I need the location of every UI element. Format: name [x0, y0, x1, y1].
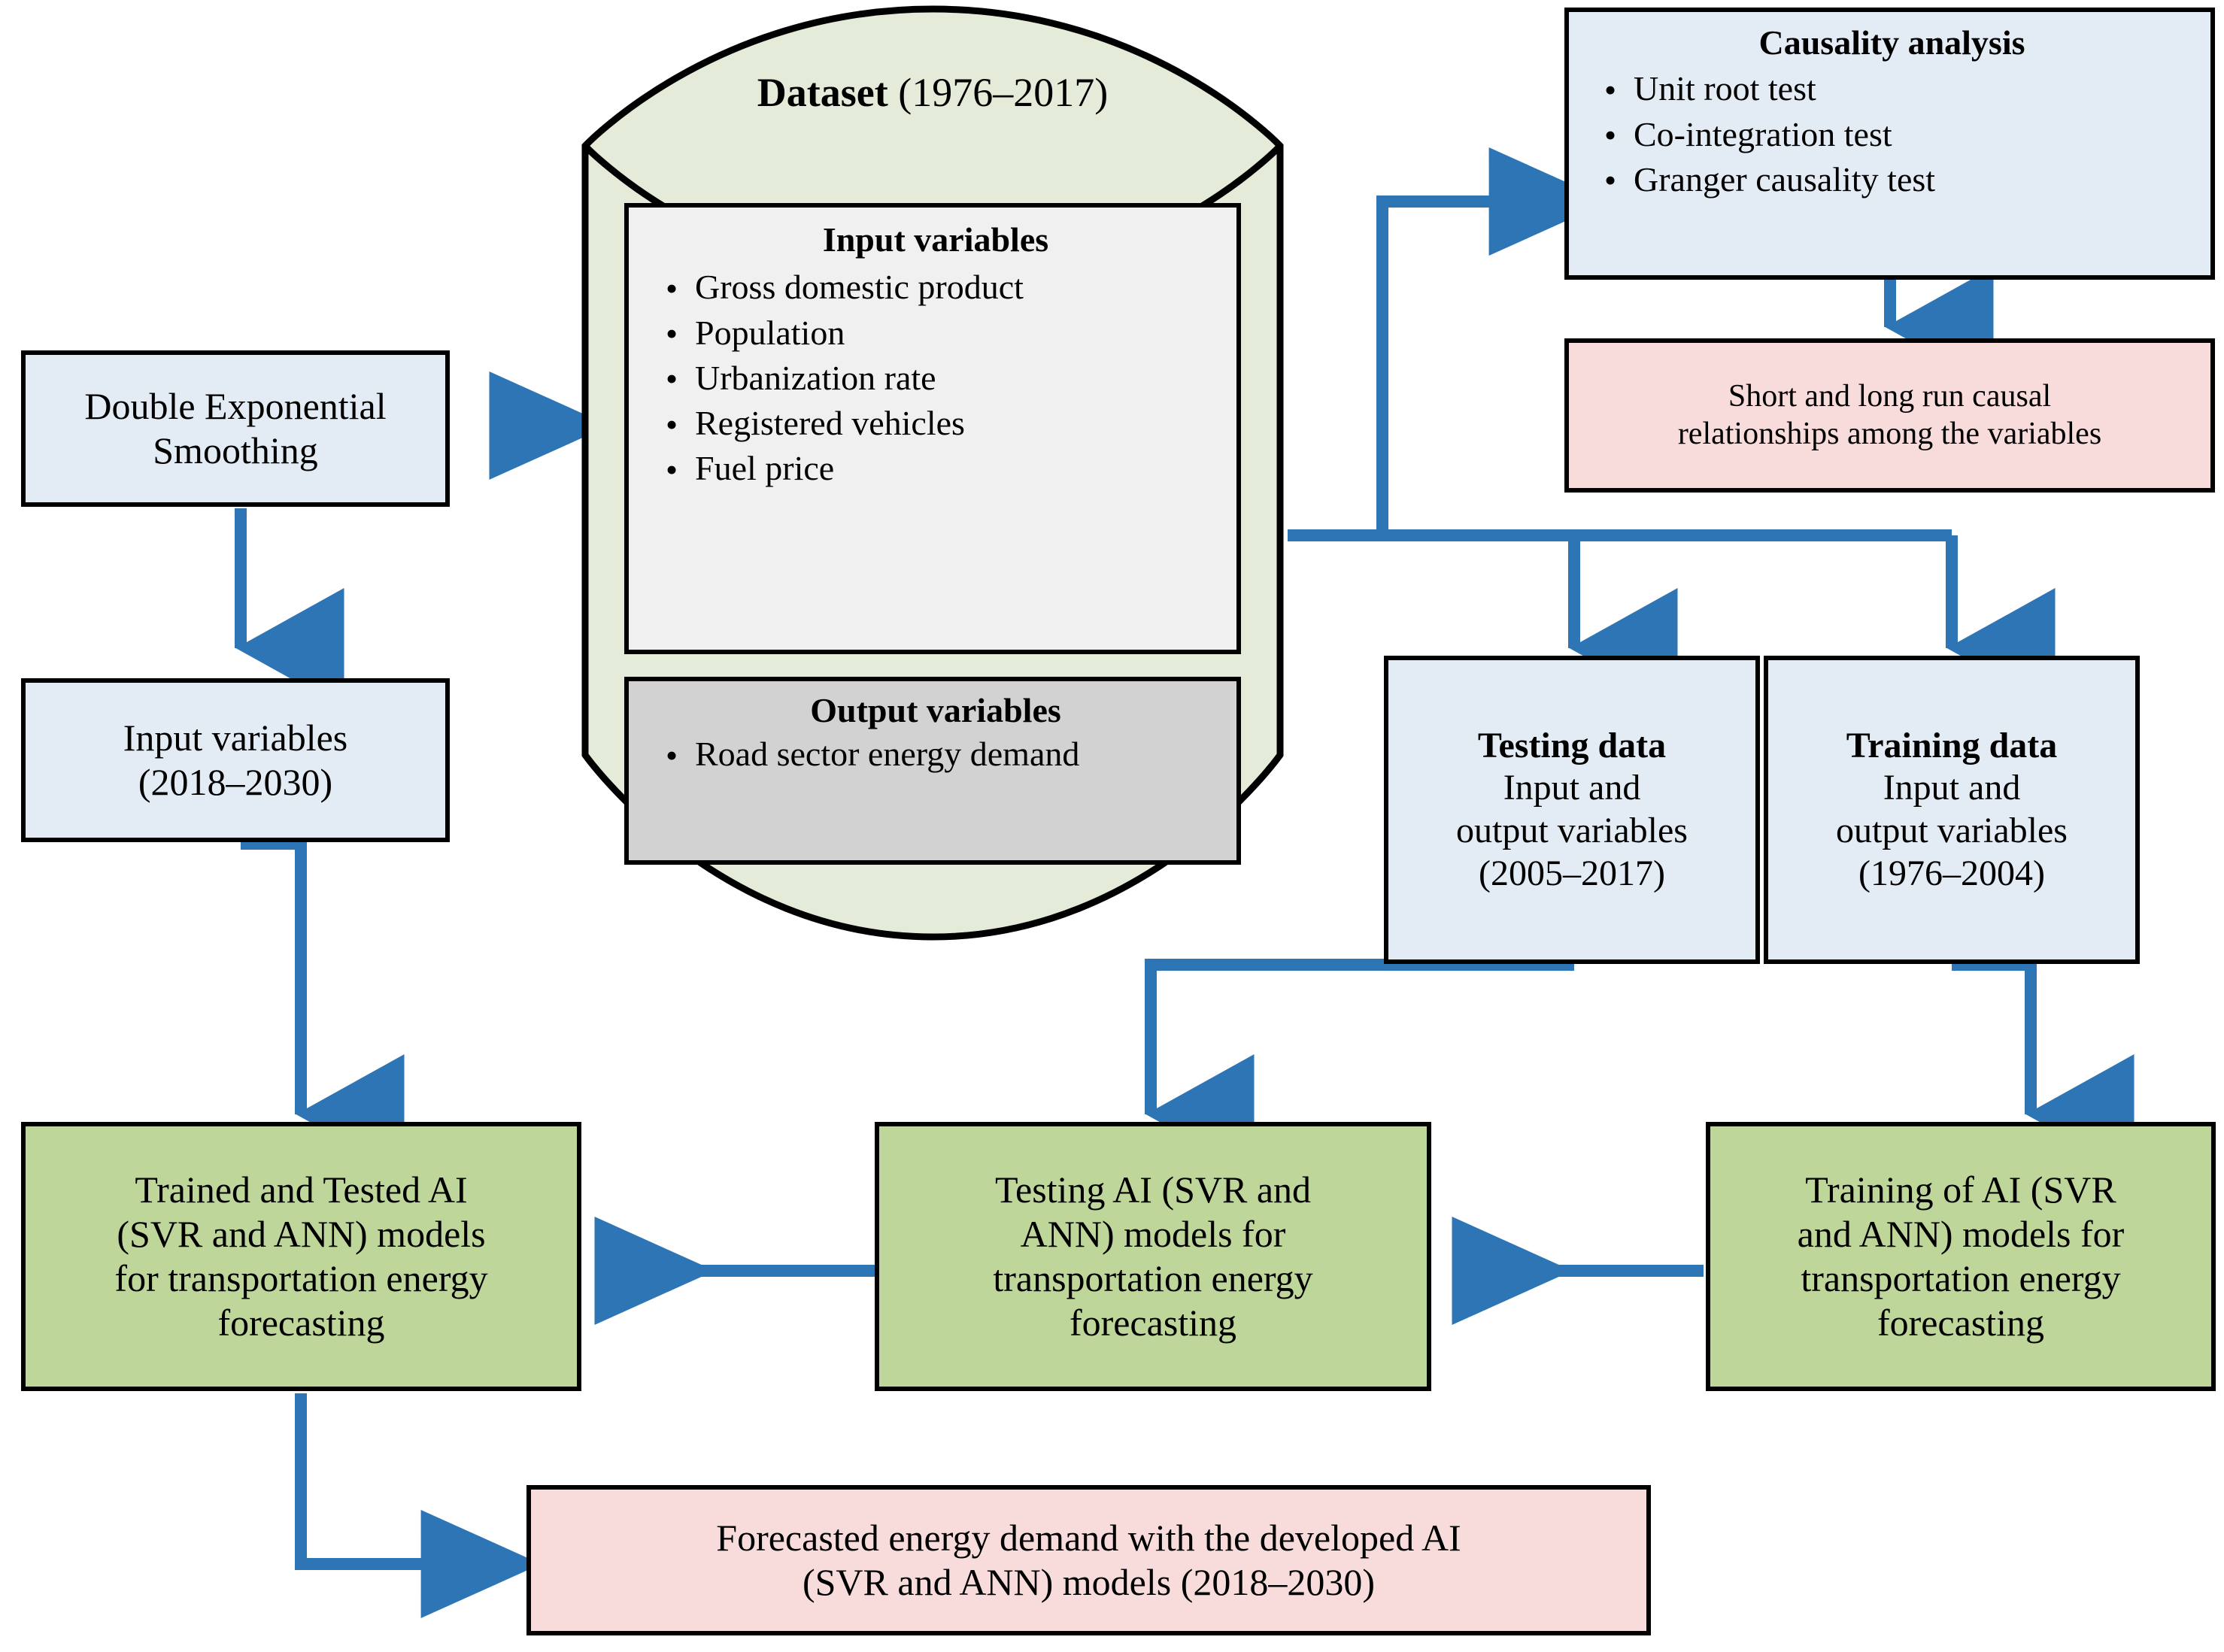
link-future-inputs-to-trained: [241, 838, 405, 1175]
causality-item: • Unit root test: [1587, 68, 2197, 109]
input-variable-item: • Population: [648, 313, 1223, 353]
bullet-icon: •: [1604, 161, 1617, 200]
testing-data-box: Testing data Input and output variables …: [1384, 656, 1760, 964]
causal-relationships-line2: relationships among the variables: [1677, 416, 2102, 451]
training-ai-line4: forecasting: [1877, 1302, 2045, 1344]
trained-tested-line4: forecasting: [217, 1302, 385, 1344]
bullet-icon: •: [665, 359, 678, 399]
causality-item: • Granger causality test: [1587, 159, 2197, 200]
input-variable-item: • Urbanization rate: [648, 358, 1223, 399]
link-testing-data-to-testing-ai: [1145, 959, 1574, 1175]
bullet-icon: •: [665, 314, 678, 353]
forecast-result-line1: Forecasted energy demand with the develo…: [716, 1517, 1461, 1559]
causal-relationships-line1: Short and long run causal: [1728, 378, 2052, 414]
forecast-result-line2: (SVR and ANN) models (2018–2030): [802, 1561, 1376, 1603]
input-variable-item: • Gross domestic product: [648, 267, 1223, 308]
training-data-line2: output variables: [1836, 811, 2068, 850]
causality-heading: Causality analysis: [1758, 23, 2025, 62]
training-ai-line3: transportation energy: [1801, 1257, 2121, 1299]
bullet-icon: •: [1604, 116, 1617, 155]
testing-ai-box: Testing AI (SVR and ANN) models for tran…: [875, 1122, 1431, 1391]
future-input-variables-box: Input variables (2018–2030): [21, 678, 450, 842]
trained-tested-line2: (SVR and ANN) models: [117, 1213, 486, 1255]
output-variable-item: • Road sector energy demand: [648, 734, 1223, 774]
output-variable-label: Road sector energy demand: [695, 735, 1080, 774]
training-ai-box: Training of AI (SVR and ANN) models for …: [1706, 1122, 2216, 1391]
testing-data-line3: (2005–2017): [1479, 853, 1665, 893]
future-inputs-line2: (2018–2030): [138, 761, 333, 803]
dataset-title-range: (1976–2017): [898, 70, 1109, 115]
training-data-line3: (1976–2004): [1858, 853, 2045, 893]
bullet-icon: •: [1604, 70, 1617, 109]
forecast-result-box: Forecasted energy demand with the develo…: [526, 1485, 1651, 1635]
input-variable-label: Gross domestic product: [695, 268, 1024, 307]
training-ai-line2: and ANN) models for: [1797, 1213, 2125, 1255]
input-variable-label: Fuel price: [695, 449, 835, 488]
trained-tested-line3: for transportation energy: [114, 1257, 488, 1299]
causality-item-label: Co-integration test: [1634, 114, 1892, 153]
testing-data-line2: output variables: [1456, 811, 1688, 850]
input-variable-label: Registered vehicles: [695, 404, 965, 443]
input-variables-panel: Input variables • Gross domestic product…: [624, 203, 1241, 654]
training-data-line1: Input and: [1883, 768, 2021, 808]
testing-ai-line3: transportation energy: [993, 1257, 1313, 1299]
causality-item-label: Granger causality test: [1634, 159, 1936, 199]
training-data-heading: Training data: [1846, 725, 2058, 765]
smoothing-line2: Smoothing: [153, 429, 318, 471]
causality-analysis-box: Causality analysis • Unit root test • Co…: [1564, 8, 2215, 280]
output-variables-panel: Output variables • Road sector energy de…: [624, 677, 1241, 865]
dataset-title: Dataset (1976–2017): [579, 69, 1286, 116]
double-exponential-smoothing-box: Double Exponential Smoothing: [21, 350, 450, 507]
bullet-icon: •: [665, 735, 678, 774]
input-variable-label: Urbanization rate: [695, 358, 936, 397]
future-inputs-line1: Input variables: [123, 717, 348, 759]
testing-ai-line1: Testing AI (SVR and: [994, 1169, 1312, 1211]
input-variable-item: • Registered vehicles: [648, 403, 1223, 444]
testing-ai-line4: forecasting: [1069, 1302, 1237, 1344]
trained-tested-line1: Trained and Tested AI: [135, 1169, 468, 1211]
input-variable-item: • Fuel price: [648, 448, 1223, 489]
trained-tested-ai-box: Trained and Tested AI (SVR and ANN) mode…: [21, 1122, 581, 1391]
causal-relationships-box: Short and long run causal relationships …: [1564, 338, 2215, 493]
input-variable-label: Population: [695, 313, 845, 352]
testing-data-line1: Input and: [1503, 768, 1641, 808]
dataset-title-bold: Dataset: [757, 70, 888, 115]
testing-ai-line2: ANN) models for: [1020, 1213, 1286, 1255]
bullet-icon: •: [665, 450, 678, 489]
testing-data-heading: Testing data: [1477, 725, 1667, 765]
output-variables-heading: Output variables: [810, 691, 1061, 729]
training-data-box: Training data Input and output variables…: [1764, 656, 2140, 964]
smoothing-line1: Double Exponential: [84, 385, 387, 427]
causality-item: • Co-integration test: [1587, 114, 2197, 155]
link-training-data-to-training-ai: [1952, 959, 2134, 1175]
training-ai-line1: Training of AI (SVR: [1805, 1169, 2116, 1211]
bullet-icon: •: [665, 405, 678, 444]
bullet-icon: •: [665, 268, 678, 308]
causality-item-label: Unit root test: [1634, 69, 1816, 108]
input-variables-heading: Input variables: [822, 220, 1049, 259]
link-trained-to-forecast: [295, 1393, 542, 1618]
